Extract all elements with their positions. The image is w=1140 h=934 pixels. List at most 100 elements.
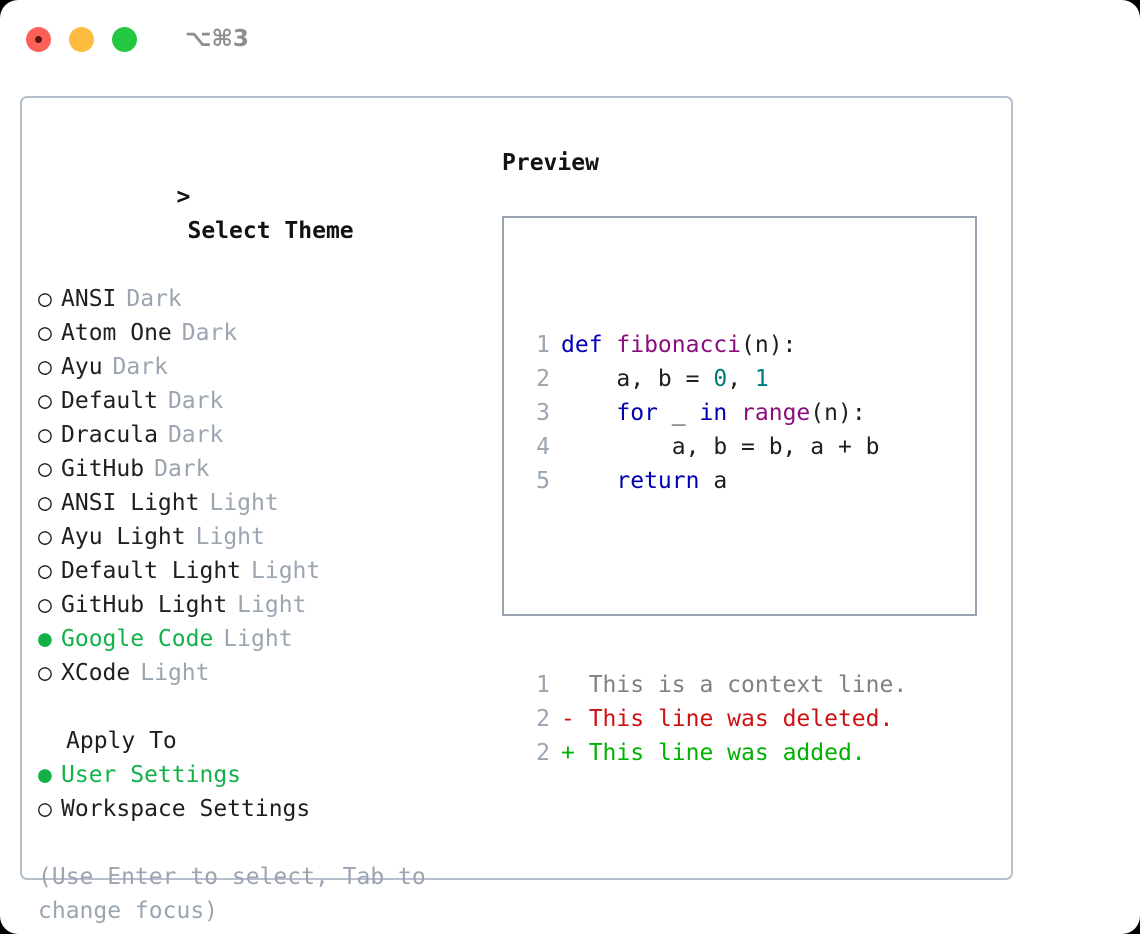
theme-option-label: Google Code	[61, 626, 214, 652]
code-token-plain: _	[657, 400, 700, 426]
theme-variant-badge: Dark	[181, 320, 238, 346]
code-line: 3 for _ in range(n):	[516, 396, 907, 430]
code-token-fn: range	[741, 400, 811, 426]
theme-option-ayu-light[interactable]: ○ Ayu Light Light	[38, 520, 483, 554]
code-token-plain: a, b = b, a + b	[561, 434, 880, 460]
radio-selected-icon: ●	[38, 626, 52, 652]
apply-to-option-label: User Settings	[61, 762, 242, 788]
radio-unselected-icon: ○	[38, 490, 52, 516]
radio-unselected-icon: ○	[38, 320, 52, 346]
code-line-content: a, b = b, a + b	[561, 430, 880, 464]
code-token-plain: (n):	[741, 332, 797, 358]
theme-variant-badge: Dark	[112, 354, 168, 380]
code-token-num: 0	[713, 366, 728, 392]
line-number: 5	[536, 468, 550, 494]
code-token-plain: a	[699, 468, 728, 494]
minimize-button[interactable]	[69, 26, 94, 52]
theme-option-label: Ayu	[61, 354, 103, 380]
theme-variant-badge: Light	[209, 490, 279, 516]
diff-line-added: 2+ This line was added.	[516, 736, 907, 770]
code-line-content: a, b = 0, 1	[561, 362, 769, 396]
code-token-kw: for	[616, 400, 658, 426]
diff-line-deleted: 2- This line was deleted.	[516, 702, 907, 736]
theme-variant-badge: Light	[140, 660, 210, 686]
diff-text: This line was deleted.	[574, 706, 894, 732]
theme-variant-badge: Light	[195, 524, 265, 550]
maximize-button[interactable]	[112, 26, 137, 52]
diff-text: This line was added.	[574, 740, 866, 766]
theme-option-label: ANSI	[61, 286, 117, 312]
code-line: 4 a, b = b, a + b	[516, 430, 907, 464]
diff-marker	[561, 668, 575, 702]
line-number: 2	[536, 366, 550, 392]
keyboard-hint: (Use Enter to select, Tab to change focu…	[38, 864, 440, 924]
apply-to-list: ●User Settings○Workspace Settings	[38, 758, 483, 826]
radio-unselected-icon: ○	[38, 354, 52, 380]
theme-option-ansi-light[interactable]: ○ ANSI Light Light	[38, 486, 483, 520]
theme-option-label: XCode	[61, 660, 131, 686]
theme-option-label: GitHub	[61, 456, 145, 482]
page-title: Select Theme	[187, 218, 354, 244]
radio-unselected-icon: ○	[38, 456, 52, 482]
panel-title-select-theme: > Select Theme	[38, 146, 483, 282]
preview-title: Preview	[502, 150, 599, 176]
theme-option-xcode[interactable]: ○ XCode Light	[38, 656, 483, 690]
theme-option-label: GitHub Light	[61, 592, 228, 618]
diff-text: This is a context line.	[574, 672, 908, 698]
apply-to-option-workspace-settings[interactable]: ○Workspace Settings	[38, 792, 483, 826]
code-token-kw: return	[616, 468, 700, 494]
line-number: 1	[536, 332, 550, 358]
apply-to-option-user-settings[interactable]: ●User Settings	[38, 758, 483, 792]
code-blank-line	[516, 566, 907, 600]
radio-unselected-icon: ○	[38, 660, 52, 686]
theme-option-label: Ayu Light	[61, 524, 186, 550]
code-token-fn: fibonacci	[616, 332, 742, 358]
code-line-content: for _ in range(n):	[561, 396, 866, 430]
theme-option-ayu[interactable]: ○ Ayu Dark	[38, 350, 483, 384]
traffic-light-group	[26, 26, 137, 52]
theme-variant-badge: Dark	[167, 422, 224, 448]
keyboard-shortcut-label: ⌥⌘3	[185, 26, 249, 52]
title-bar: ⌥⌘3	[0, 0, 1140, 78]
line-number: 2	[536, 740, 550, 766]
code-token-plain: (n):	[810, 400, 866, 426]
caret-icon: >	[176, 184, 191, 210]
theme-variant-badge: Dark	[167, 388, 224, 414]
code-line: 5 return a	[516, 464, 907, 498]
diff-marker: -	[561, 706, 575, 732]
code-token-plain: ,	[727, 366, 755, 392]
radio-unselected-icon: ○	[38, 422, 52, 448]
radio-unselected-icon: ○	[38, 558, 52, 584]
radio-unselected-icon: ○	[38, 524, 52, 550]
line-number: 2	[536, 706, 550, 732]
radio-unselected-icon: ○	[38, 592, 52, 618]
code-token-plain: a, b =	[561, 366, 714, 392]
code-token-plain	[561, 468, 616, 494]
theme-option-ansi[interactable]: ○ ANSI Dark	[38, 282, 483, 316]
code-token-num: 1	[754, 366, 769, 392]
theme-variant-badge: Dark	[126, 286, 182, 312]
radio-unselected-icon: ○	[38, 286, 52, 312]
line-number: 3	[536, 400, 550, 426]
apply-to-title: Apply To	[66, 728, 177, 754]
panel-spacer	[38, 690, 483, 724]
close-button[interactable]	[26, 26, 51, 52]
radio-unselected-icon: ○	[38, 388, 52, 414]
apply-to-option-label: Workspace Settings	[61, 796, 311, 822]
code-line: 2 a, b = 0, 1	[516, 362, 907, 396]
theme-option-label: ANSI Light	[61, 490, 200, 516]
